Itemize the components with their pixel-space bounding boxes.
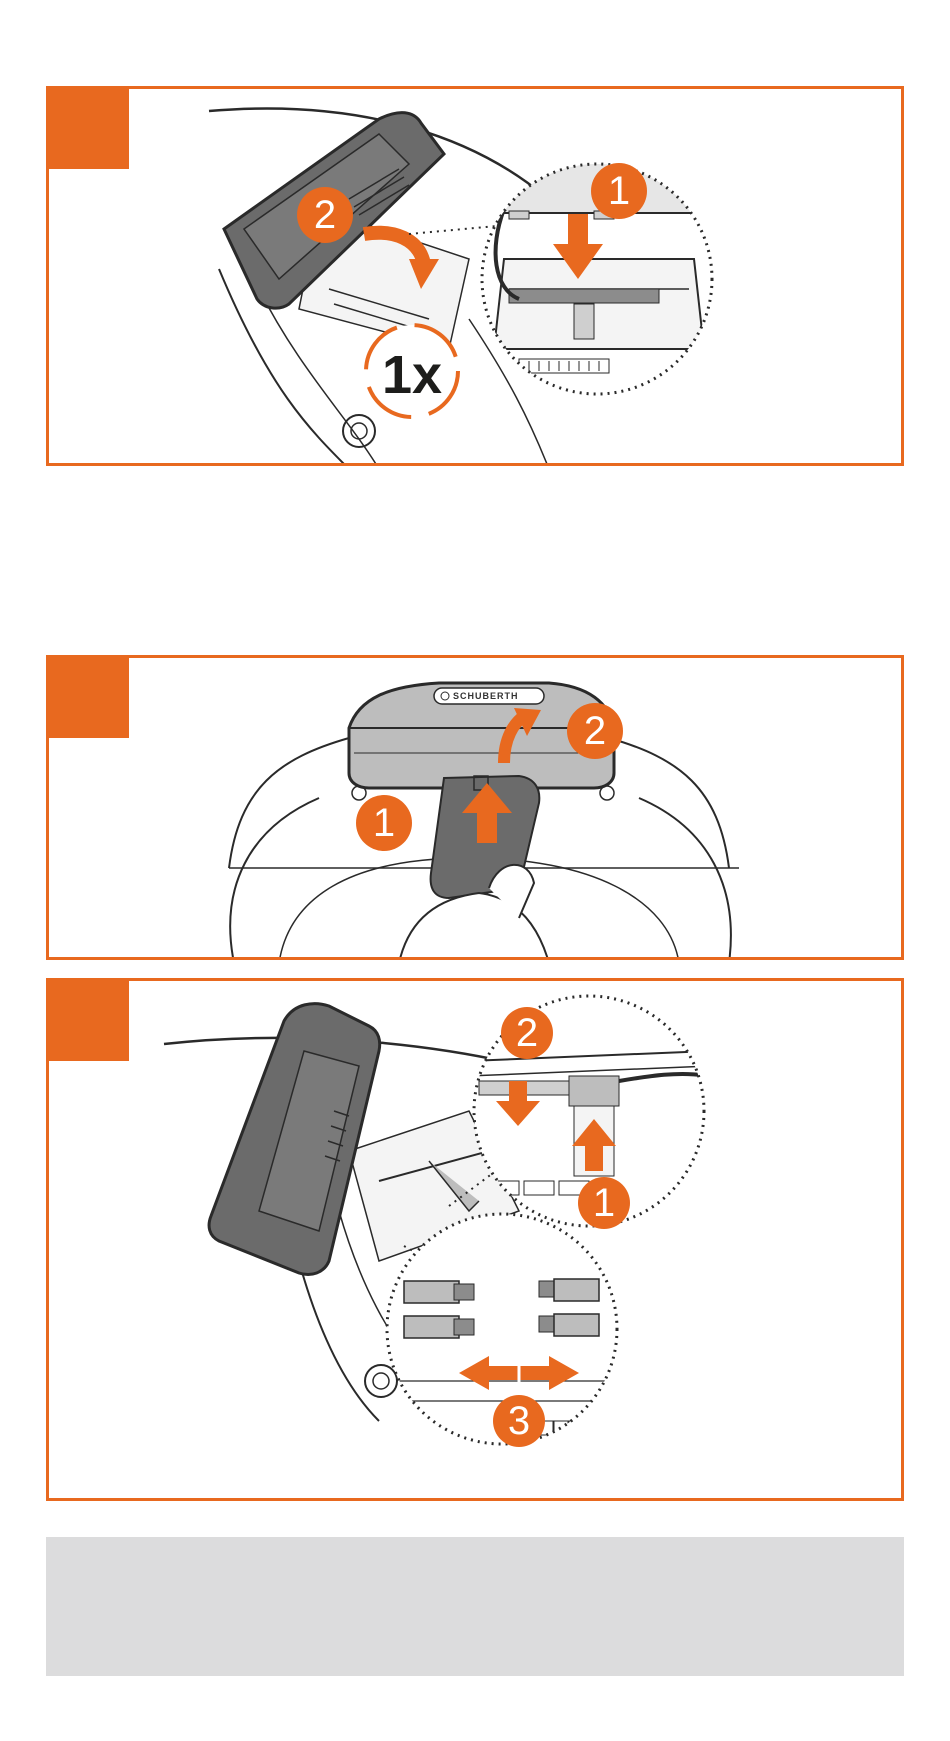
svg-text:1: 1: [608, 169, 630, 213]
svg-text:1x: 1x: [382, 345, 442, 405]
step-2-illustration: SCHUBERTH 1 2: [49, 658, 904, 960]
svg-text:SCHUBERTH: SCHUBERTH: [453, 691, 519, 701]
callout-2: 2: [297, 187, 353, 243]
step-1-illustration: 2 1x: [49, 89, 904, 466]
svg-text:1: 1: [593, 1181, 615, 1225]
step-1-panel: 2 1x: [46, 86, 904, 466]
callout-2: 2: [567, 703, 623, 759]
comm-unit-device: [209, 1004, 380, 1275]
svg-text:3: 3: [508, 1399, 530, 1443]
svg-text:2: 2: [314, 193, 336, 237]
zoom-detail-1: 1: [479, 159, 719, 399]
count-badge: 1x: [366, 325, 458, 417]
step-3-panel: 2 1 3: [46, 978, 904, 1501]
svg-text:1: 1: [373, 801, 395, 845]
callout-1: 1: [356, 795, 412, 851]
step-2-panel: SCHUBERTH 1 2: [46, 655, 904, 960]
svg-text:2: 2: [516, 1011, 538, 1055]
note-box: [46, 1537, 904, 1676]
svg-text:2: 2: [584, 709, 606, 753]
step-3-illustration: 2 1 3: [49, 981, 904, 1501]
